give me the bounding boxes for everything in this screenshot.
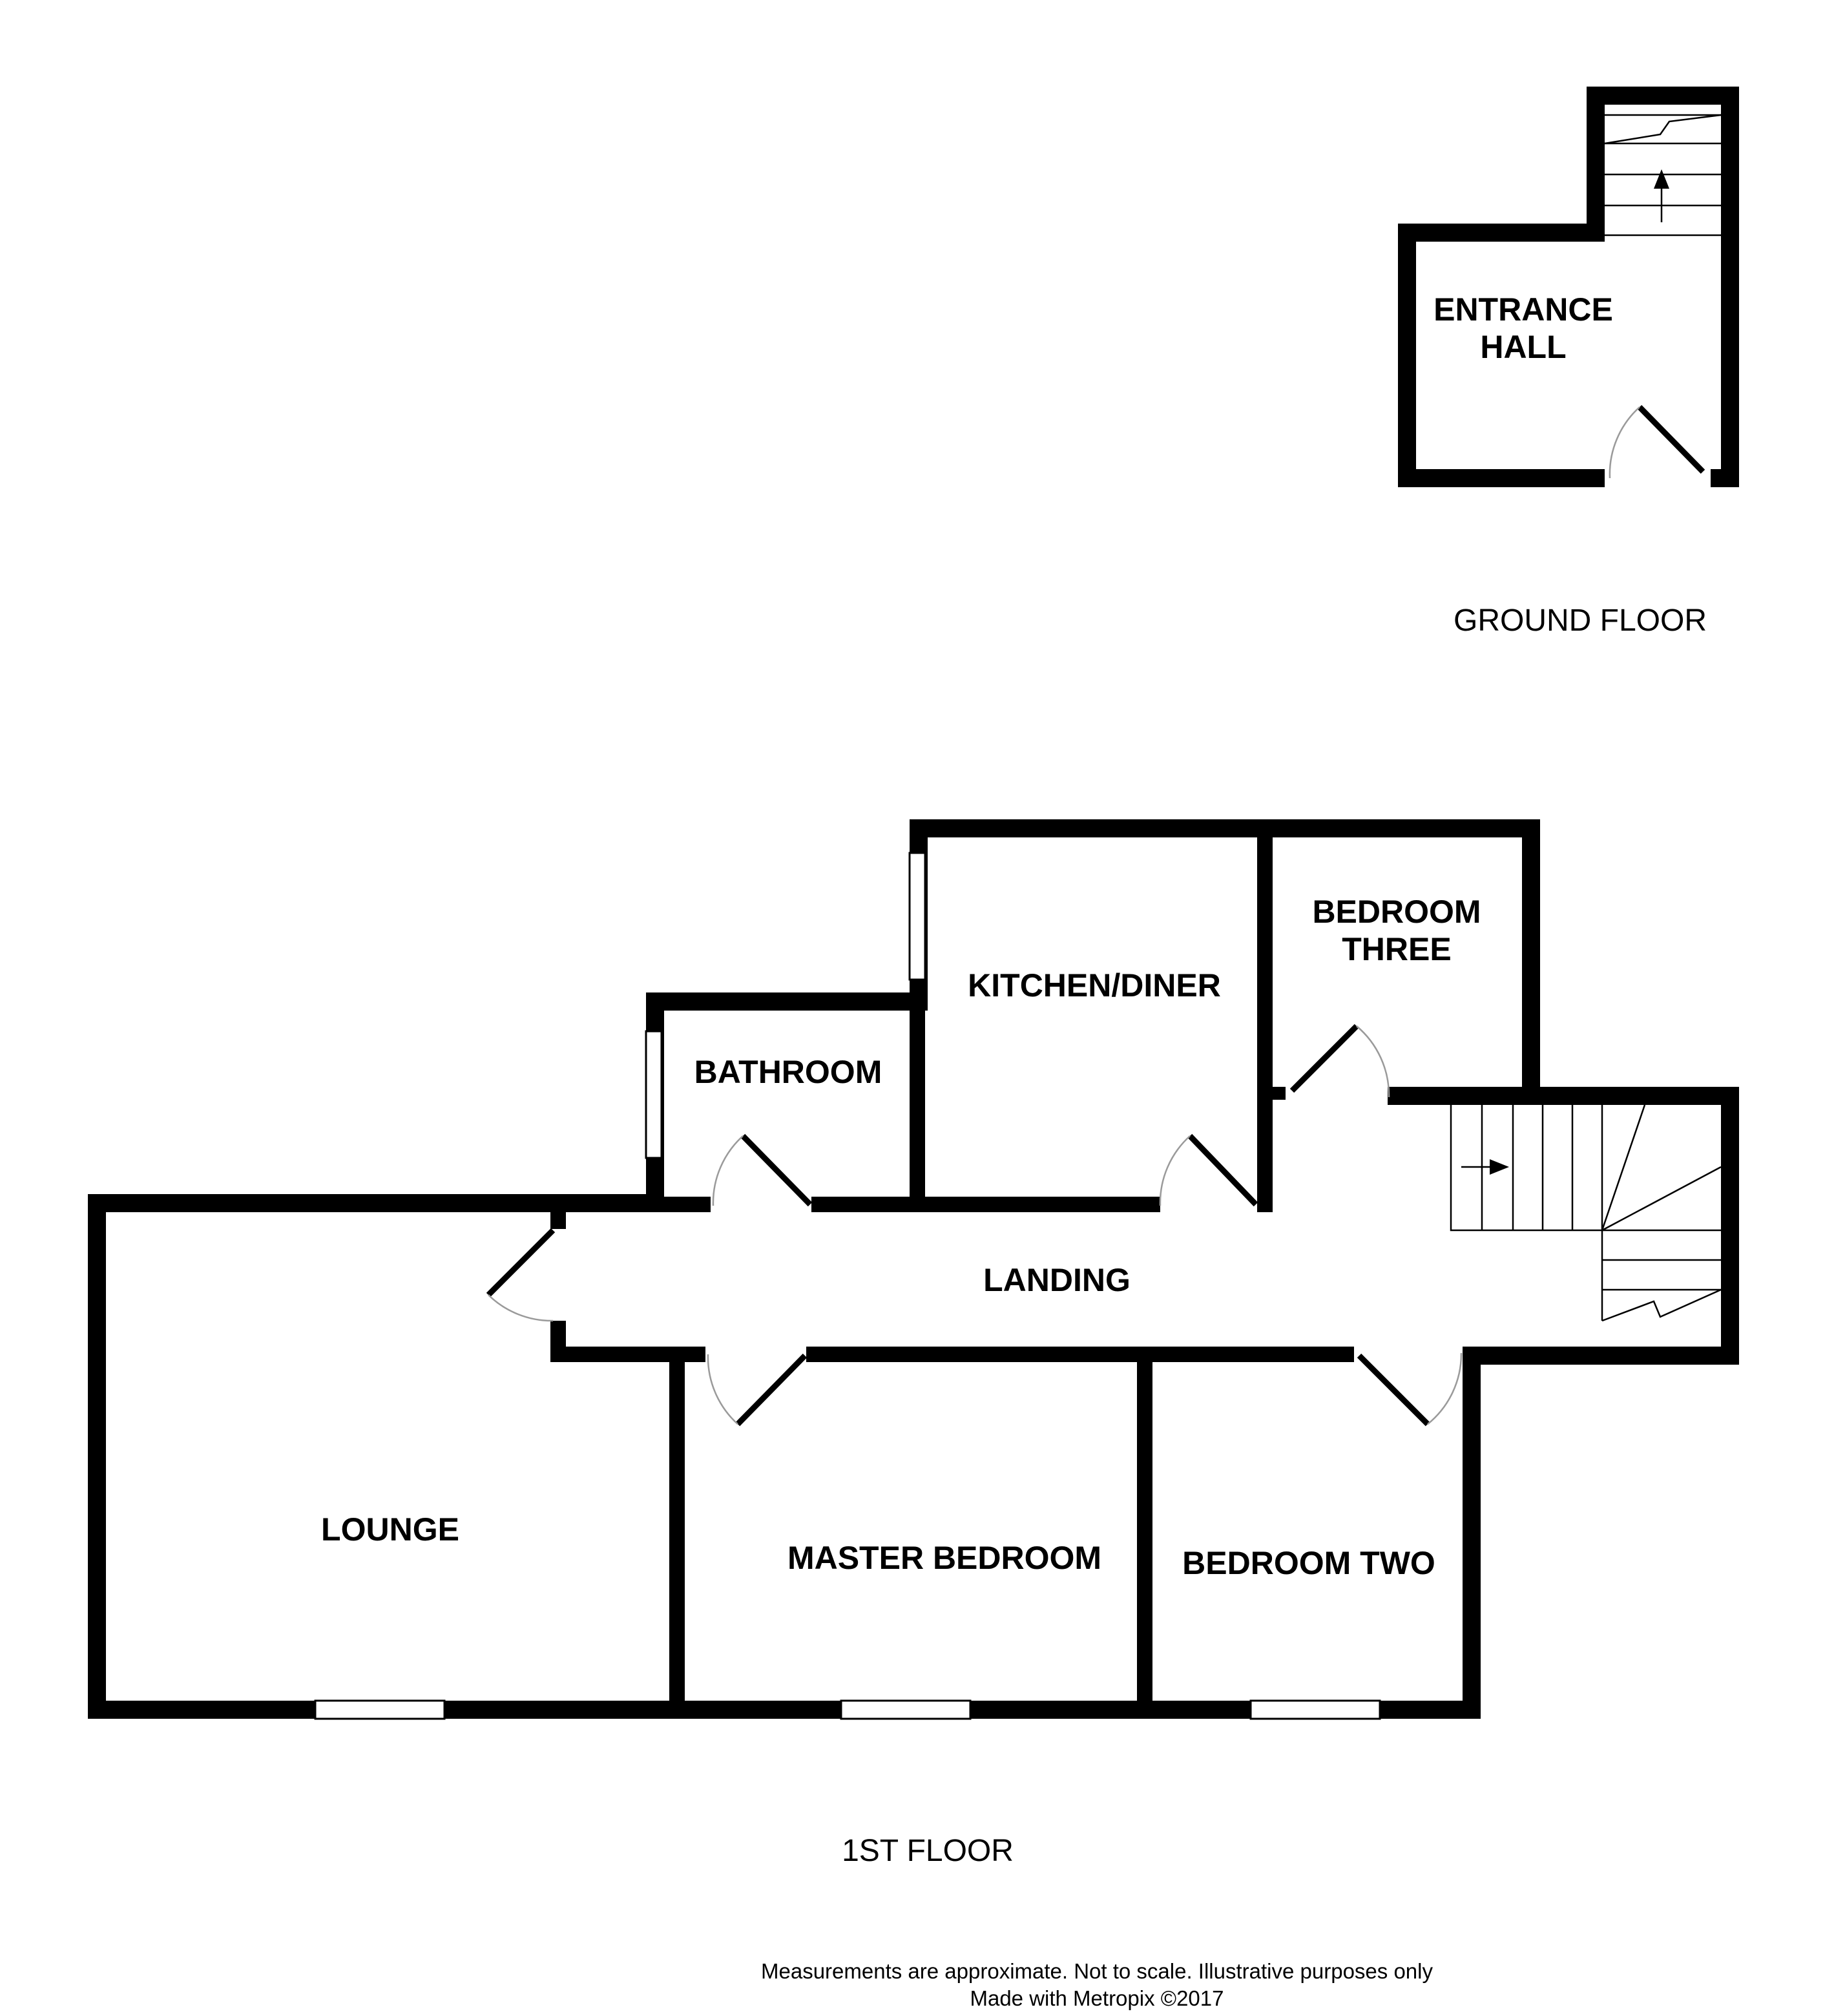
credit-text: Made with Metropix ©2017 [970,1986,1224,2010]
stair-direction-arrow [1654,169,1669,189]
wall [1587,87,1605,238]
wall [910,992,925,1212]
window [840,1699,972,1720]
door-bathroom [712,1133,813,1207]
entrance-door [1609,404,1705,479]
wall [88,1194,106,1719]
wall [806,1347,1354,1362]
wall [646,1197,711,1212]
wall [1257,837,1273,1212]
room-label-entrance-hall: HALL [1480,329,1566,365]
door-kitchen-diner [1159,1133,1258,1207]
wall [88,1194,664,1212]
door-bedroom-two [1357,1352,1463,1427]
wall [1398,224,1416,487]
wall [550,1206,566,1229]
room-label-entrance-hall: ENTRANCE [1433,291,1613,328]
staircase [1450,1104,1722,1322]
wall [1137,1347,1152,1708]
wall [1721,87,1739,487]
wall [1721,1087,1739,1365]
wall [1398,224,1605,242]
wall [646,992,928,1011]
door-master-bedroom [707,1353,808,1427]
wall [1711,469,1739,487]
wall [1257,1087,1286,1100]
stair-direction-arrow [1490,1159,1509,1175]
wall [1463,1347,1481,1719]
window [645,1030,663,1159]
door-bedroom-three [1289,1024,1390,1098]
wall [910,819,1540,837]
window [908,852,926,981]
room-label-bedroom-two: BEDROOM TWO [1182,1545,1435,1581]
disclaimer-text: Measurements are approximate. Not to sca… [761,1959,1433,1983]
window [314,1699,446,1720]
window [1249,1699,1381,1720]
ground-floor-plan: ENTRANCE HALL GROUND FLOOR [1398,87,1739,638]
ground-floor-label: GROUND FLOOR [1454,604,1707,638]
first-floor-label: 1ST FLOOR [842,1834,1014,1868]
room-label-bathroom: BATHROOM [694,1054,882,1090]
wall [669,1347,685,1708]
first-floor-plan: BEDROOM THREE KITCHEN/DINER BATHROOM LAN… [88,819,1739,1868]
wall [1587,87,1739,105]
room-label-landing: LANDING [983,1262,1131,1298]
staircase [1604,114,1722,236]
wall [1463,1347,1739,1365]
wall [1522,819,1540,1097]
room-label-master-bedroom: MASTER BEDROOM [787,1540,1101,1576]
door-lounge [486,1228,556,1322]
room-label-bedroom-three: THREE [1342,931,1451,967]
room-label-kitchen-diner: KITCHEN/DINER [968,967,1221,1003]
wall [811,1197,1160,1212]
wall [1388,1087,1739,1105]
room-label-lounge: LOUNGE [321,1511,459,1548]
wall [1398,469,1605,487]
room-label-bedroom-three: BEDROOM [1312,894,1481,930]
